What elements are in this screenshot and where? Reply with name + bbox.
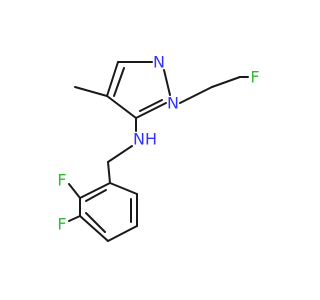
atom-amine-nh: N H [133, 130, 157, 149]
atom-aryl-f-meta: F [57, 215, 66, 234]
bond-c4-methyl [74, 86, 108, 97]
atom-label-n: N [153, 53, 165, 72]
bond-ar-6-1 [109, 182, 138, 195]
bond-ar-f-meta [68, 215, 81, 222]
atom-label-f: F [57, 171, 66, 190]
bond-nh-ch2 [107, 145, 133, 163]
bond-ar-inner-b [85, 212, 106, 233]
bond-ar-1-2 [79, 182, 111, 199]
bond-ch2-ch2 [211, 76, 241, 88]
bond-ar-f-ortho [68, 183, 81, 199]
bond-c3-c4-double-inner [113, 67, 125, 97]
atom-label-h: H [145, 130, 157, 149]
atom-pyrazole-n1: N [167, 94, 179, 113]
atom-label-f: F [57, 215, 66, 234]
bond-ar-inner-a [85, 189, 107, 202]
bond-ar-3-4 [79, 215, 109, 242]
molecule-structure-diagram: N N F N H F F [57, 53, 260, 242]
bond-n1-n2 [163, 69, 171, 96]
bond-c4-c5 [106, 95, 137, 119]
atom-label-f: F [250, 68, 259, 87]
bond-c3-c4-double [106, 61, 119, 97]
atom-label-n: N [133, 130, 145, 149]
atom-pyrazole-n2: N [153, 53, 165, 72]
bond-layer [68, 61, 249, 242]
bond-c5-n1-double-inner [139, 99, 163, 112]
atom-label-n: N [167, 94, 179, 113]
bond-c5-n1 [135, 102, 167, 119]
atom-aryl-f-ortho: F [57, 171, 66, 190]
bond-ch2-aryl [107, 161, 111, 184]
bond-ar-4-5 [107, 225, 138, 242]
bond-n1-ch2 [179, 86, 213, 104]
atom-fluoroethyl-f: F [250, 68, 259, 87]
